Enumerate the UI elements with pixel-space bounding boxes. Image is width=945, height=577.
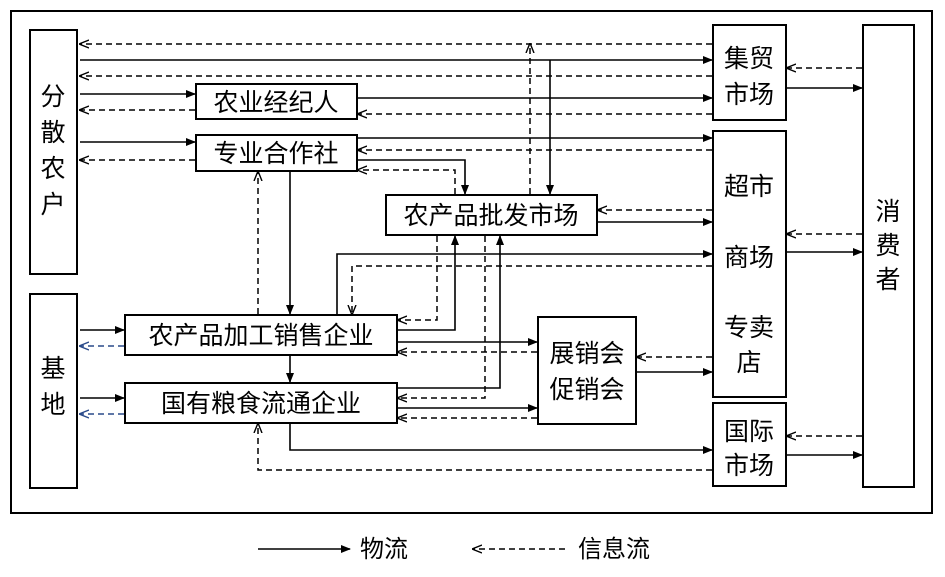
node-consumer: 消 费 者 xyxy=(862,24,915,488)
supermarket-line-3: 专卖 xyxy=(724,313,774,342)
flow-lines xyxy=(80,44,863,471)
supermarket-line-4: 店 xyxy=(736,348,761,377)
node-coop: 专业合作社 xyxy=(195,134,358,172)
node-supermarket: 超市 商场 专卖 店 xyxy=(712,130,787,398)
node-market: 集贸 市场 xyxy=(712,24,787,121)
farmers-char-4: 户 xyxy=(40,190,65,219)
base-char-1: 基 xyxy=(40,354,65,383)
farmers-char-2: 散 xyxy=(40,118,65,147)
consumer-char-2: 费 xyxy=(875,231,900,260)
node-intl-market: 国际 市场 xyxy=(712,402,787,487)
farmers-char-3: 农 xyxy=(40,154,65,183)
fair-line-2: 促销会 xyxy=(549,375,624,404)
wholesale-label: 农产品批发市场 xyxy=(403,201,578,230)
consumer-char-1: 消 xyxy=(875,197,900,226)
outer-frame xyxy=(10,10,933,514)
market-line-2: 市场 xyxy=(724,80,774,109)
node-grain: 国有粮食流通企业 xyxy=(124,382,398,424)
coop-label: 专业合作社 xyxy=(213,139,338,168)
intl-market-line-2: 市场 xyxy=(724,451,774,480)
market-line-1: 集贸 xyxy=(724,44,774,73)
consumer-char-3: 者 xyxy=(875,265,900,294)
node-processing: 农产品加工销售企业 xyxy=(124,314,398,356)
node-scattered-farmers: 分 散 农 户 xyxy=(29,29,78,275)
base-char-2: 地 xyxy=(40,390,65,419)
grain-label: 国有粮食流通企业 xyxy=(161,389,361,418)
agri-broker-label: 农业经纪人 xyxy=(213,88,338,117)
node-fair: 展销会 促销会 xyxy=(537,316,637,425)
node-agri-broker: 农业经纪人 xyxy=(195,83,358,120)
node-wholesale: 农产品批发市场 xyxy=(385,194,598,236)
legend: 物流 信息流 xyxy=(258,535,650,563)
node-base: 基 地 xyxy=(29,293,78,489)
supermarket-line-1: 超市 xyxy=(724,172,774,201)
fair-line-1: 展销会 xyxy=(549,339,624,368)
legend-material-flow-label: 物流 xyxy=(360,535,408,563)
intl-market-line-1: 国际 xyxy=(724,417,774,446)
farmers-char-1: 分 xyxy=(40,82,65,111)
processing-label: 农产品加工销售企业 xyxy=(148,321,373,350)
legend-info-flow-label: 信息流 xyxy=(578,535,650,563)
supermarket-line-2: 商场 xyxy=(724,243,774,272)
